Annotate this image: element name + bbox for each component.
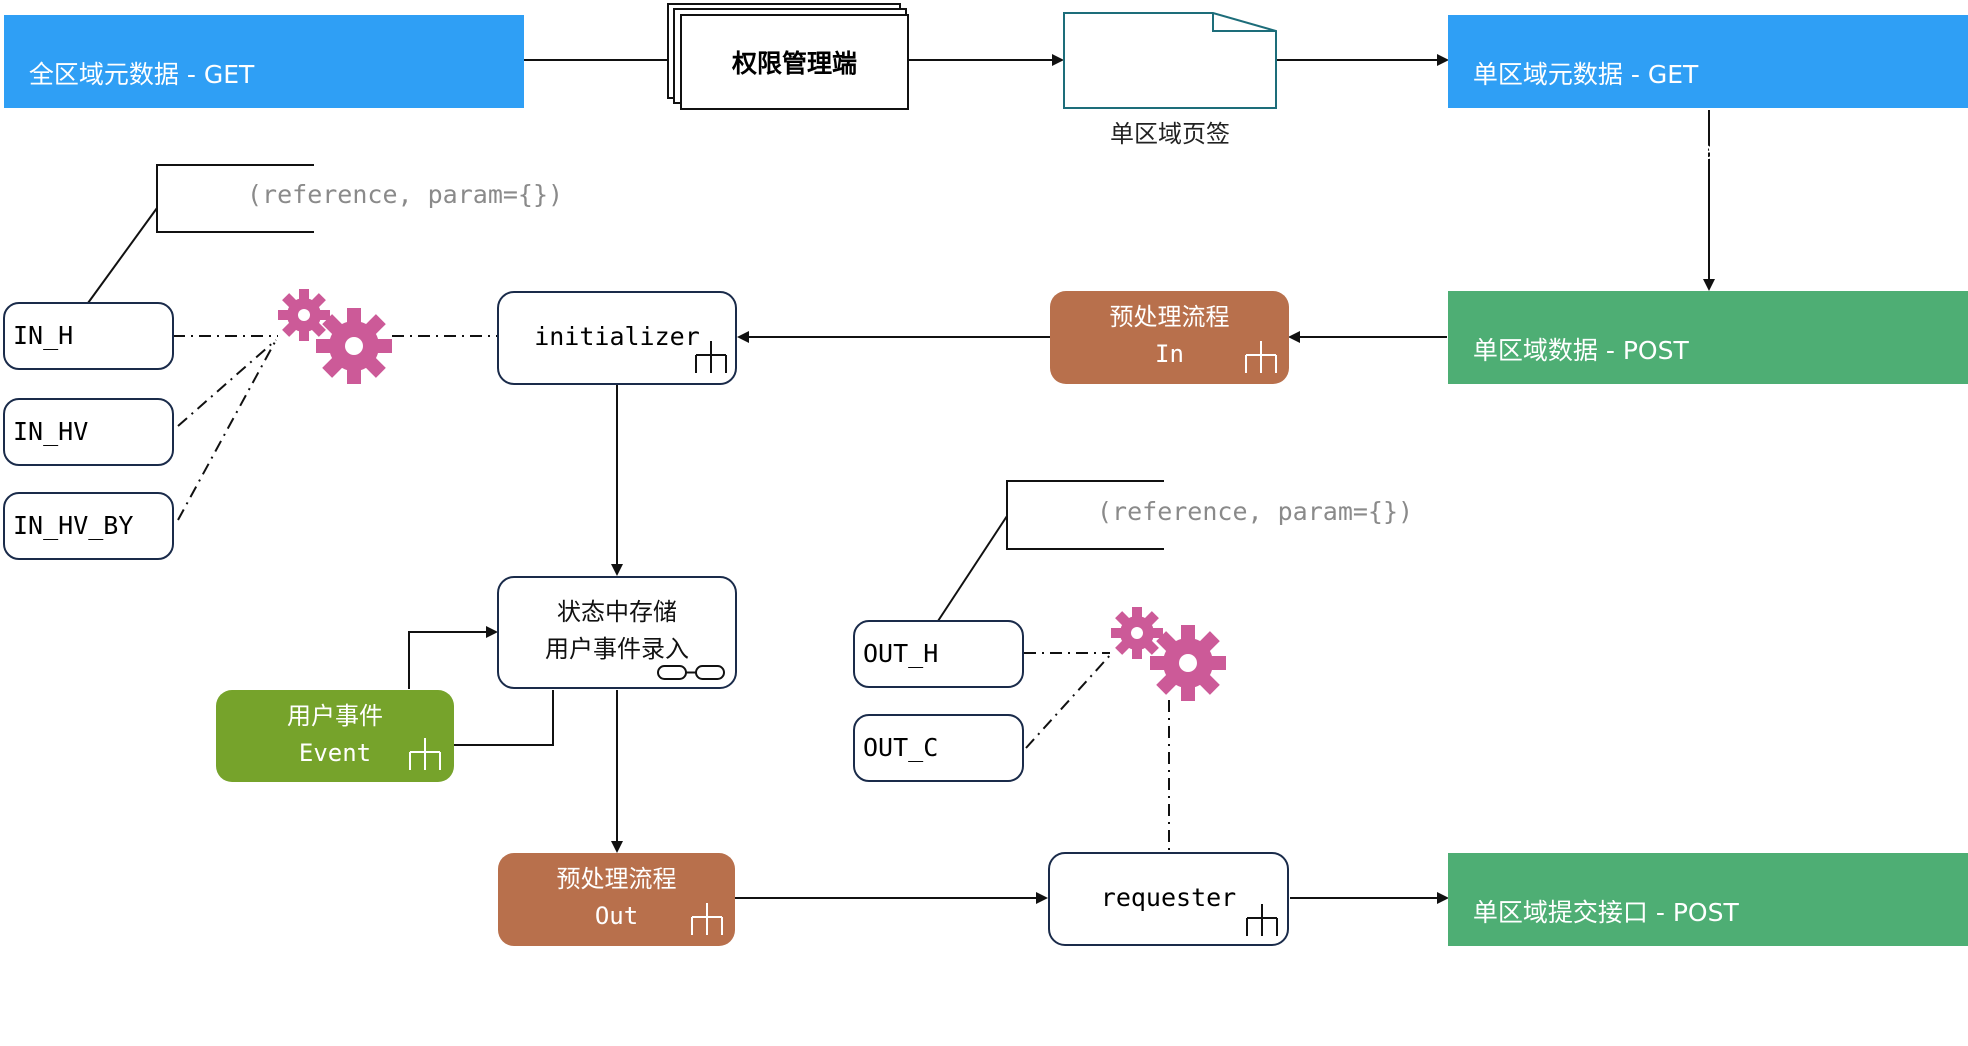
in-hv-by-label: IN_HV_BY (13, 511, 134, 540)
in-annotation-leader (87, 207, 158, 304)
preprocess-in-subprocess-icon (1245, 341, 1277, 373)
preprocess-out-title: 预处理流程 (556, 865, 677, 893)
submit-band: 单区域提交接口 - POST /api/authority/region/:va… (1448, 853, 1968, 1003)
in-h-pill: IN_H (3, 302, 174, 370)
out-c-label: OUT_C (863, 733, 939, 762)
folded-page-fold (1212, 13, 1276, 32)
dash-in-hv-to-gear (177, 339, 277, 427)
in-hv-pill: IN_HV (3, 398, 174, 466)
preprocess-out-box: 预处理流程 Out (498, 853, 735, 946)
preprocess-in-sub: In (1155, 340, 1184, 368)
global-meta-endpoint: /api/authority/region/:type (13, 136, 420, 165)
single-tab-caption: 单区域页签 (1110, 120, 1230, 148)
out-h-pill: OUT_H (853, 620, 1024, 688)
single-meta-endpoint: /api/authority/region-d/:key (1457, 136, 1879, 165)
initializer-label: initializer (534, 322, 700, 351)
submit-endpoint: /api/authority/region/:value (1457, 974, 1879, 1003)
requester-label: requester (1100, 883, 1237, 912)
in-h-label: IN_H (13, 321, 74, 350)
user-event-box: 用户事件 Event (216, 690, 454, 782)
preprocess-out-sub: Out (594, 902, 639, 930)
out-gear-icon (1111, 607, 1226, 701)
link-icon (657, 665, 725, 680)
single-data-band: 单区域数据 - POST /api/authority/region-v/:ke… (1448, 291, 1968, 441)
admin-box-label: 权限管理端 (731, 49, 857, 78)
global-meta-band: 全区域元数据 - GET /api/authority/region/:type (4, 15, 524, 165)
global-meta-title: 全区域元数据 - GET (28, 60, 255, 89)
preprocess-in-box: 预处理流程 In (1050, 291, 1289, 384)
requester-box: requester (1048, 852, 1289, 946)
out-annotation-text: (reference, param={}) (1097, 497, 1414, 526)
arrow-event-to-store (408, 626, 498, 689)
user-event-title: 用户事件 (287, 702, 383, 730)
state-store-box: 状态中存储 用户事件录入 (497, 576, 737, 689)
user-event-sub: Event (298, 739, 372, 767)
out-c-pill: OUT_C (853, 714, 1024, 782)
in-annotation-text: (reference, param={}) (247, 180, 564, 209)
preprocess-out-subprocess-icon (691, 903, 723, 935)
admin-box: 权限管理端 (680, 14, 909, 110)
state-store-line1: 状态中存储 (557, 598, 677, 626)
single-meta-band: 单区域元数据 - GET /api/authority/region-d/:ke… (1448, 15, 1968, 165)
single-data-endpoint: /api/authority/region-v/:key (1457, 412, 1879, 441)
initializer-subprocess-icon (695, 341, 727, 373)
line-store-to-event (454, 690, 554, 746)
in-annotation-bracket (156, 164, 314, 233)
single-meta-title: 单区域元数据 - GET (1472, 60, 1699, 89)
dash-out-c-to-gear (1025, 652, 1113, 749)
out-annotation-bracket (1006, 480, 1164, 550)
in-hv-by-pill: IN_HV_BY (3, 492, 174, 560)
out-annotation-leader (937, 515, 1008, 622)
submit-title: 单区域提交接口 - POST (1472, 898, 1739, 927)
out-h-label: OUT_H (863, 639, 939, 668)
user-event-subprocess-icon (409, 738, 441, 770)
preprocess-in-title: 预处理流程 (1109, 303, 1230, 331)
initializer-box: initializer (497, 291, 737, 385)
in-hv-label: IN_HV (13, 417, 89, 446)
in-gear-icon (278, 289, 392, 384)
state-store-line2: 用户事件录入 (545, 635, 689, 663)
folded-page-icon (1063, 12, 1277, 109)
dash-in-hv-by-to-gear (177, 339, 277, 521)
requester-subprocess-icon (1246, 904, 1278, 936)
single-data-title: 单区域数据 - POST (1472, 336, 1689, 365)
